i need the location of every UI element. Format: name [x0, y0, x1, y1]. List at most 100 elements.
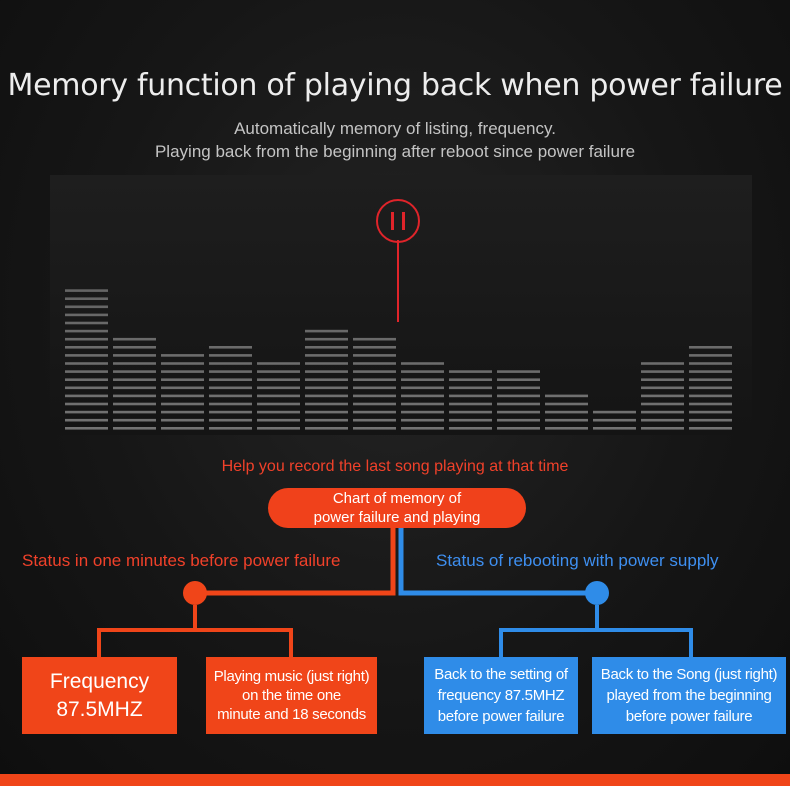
back-to-song-box: Back to the Song (just right) played fro… [592, 657, 786, 734]
equalizer-segment [113, 378, 156, 381]
equalizer-segment [257, 394, 300, 398]
equalizer-segment [401, 427, 444, 430]
equalizer-segment [209, 386, 252, 390]
frequency-label: Frequency [49, 669, 150, 693]
equalizer-segment [545, 418, 588, 422]
equalizer-segment [545, 410, 588, 414]
equalizer-column [161, 354, 204, 430]
equalizer-column [305, 329, 348, 430]
equalizer-segment [113, 362, 156, 365]
equalizer-segment [641, 410, 684, 414]
equalizer-segment [401, 362, 444, 365]
equalizer-column [593, 410, 636, 430]
left-branch-1 [97, 605, 197, 657]
equalizer-segment [593, 410, 636, 414]
equalizer-segment [305, 378, 348, 381]
back-frequency-line-3: before power failure [437, 708, 565, 725]
equalizer-segment [689, 418, 732, 422]
equalizer-segment [209, 378, 252, 381]
equalizer-segment [497, 402, 540, 406]
equalizer-segment [209, 370, 252, 373]
equalizer-segment [305, 394, 348, 398]
equalizer-segment [689, 354, 732, 357]
equalizer-segment [449, 418, 492, 422]
equalizer-segment [65, 329, 108, 333]
equalizer-segment [641, 427, 684, 430]
equalizer-column [401, 362, 444, 430]
equalizer-segment [353, 386, 396, 390]
equalizer-segment [161, 402, 204, 406]
equalizer-segment [65, 402, 108, 406]
equalizer-column [209, 346, 252, 430]
equalizer-segment [257, 386, 300, 390]
equalizer-segment [401, 394, 444, 398]
equalizer-segment [497, 378, 540, 381]
equalizer-segment [497, 410, 540, 414]
equalizer-segment [449, 394, 492, 398]
equalizer-segment [65, 362, 108, 365]
equalizer-segment [65, 418, 108, 422]
center-label-line-1: Chart of memory of [332, 490, 462, 507]
equalizer-segment [113, 337, 156, 341]
equalizer-segment [257, 418, 300, 422]
left-branch-2 [195, 628, 293, 657]
equalizer-segment [65, 313, 108, 317]
equalizer-segment [257, 410, 300, 414]
right-node-dot [585, 581, 609, 605]
pause-icon[interactable] [376, 199, 420, 243]
equalizer-segment [353, 337, 396, 341]
subtitle-line-1: Automatically memory of listing, frequen… [234, 119, 556, 138]
equalizer-segment [257, 370, 300, 373]
center-chart-label: Chart of memory of power failure and pla… [268, 488, 526, 528]
equalizer-segment [545, 402, 588, 406]
equalizer-segment [65, 321, 108, 325]
back-song-line-1: Back to the Song (just right) [600, 666, 778, 683]
equalizer-column [545, 394, 588, 430]
equalizer-segment [65, 427, 108, 430]
equalizer-segment [449, 370, 492, 373]
equalizer-segment [641, 386, 684, 390]
equalizer-segment [161, 427, 204, 430]
equalizer-segment [353, 354, 396, 357]
left-connector [195, 528, 396, 596]
equalizer-segment [689, 370, 732, 373]
frequency-value: 87.5MHZ [56, 697, 143, 721]
equalizer-segment [449, 402, 492, 406]
equalizer-segment [401, 378, 444, 381]
equalizer-segment [65, 289, 108, 292]
equalizer-segment [689, 386, 732, 390]
equalizer-segment [641, 418, 684, 422]
equalizer-segment [305, 346, 348, 349]
equalizer-segment [209, 362, 252, 365]
equalizer-bars [65, 289, 732, 430]
equalizer-segment [401, 370, 444, 373]
equalizer-visual [50, 175, 752, 435]
equalizer-segment [689, 346, 732, 349]
equalizer-segment [305, 427, 348, 430]
equalizer-segment [305, 337, 348, 341]
equalizer-segment [689, 394, 732, 398]
back-to-frequency-box: Back to the setting of frequency 87.5MHZ… [424, 657, 578, 734]
equalizer-segment [641, 370, 684, 373]
equalizer-segment [65, 305, 108, 309]
page-title: Memory function of playing back when pow… [7, 68, 783, 103]
equalizer-segment [65, 346, 108, 349]
equalizer-segment [641, 378, 684, 381]
equalizer-segment [257, 427, 300, 430]
equalizer-segment [161, 370, 204, 373]
equalizer-segment [449, 410, 492, 414]
equalizer-segment [257, 362, 300, 365]
equalizer-segment [641, 394, 684, 398]
equalizer-segment [401, 418, 444, 422]
equalizer-segment [353, 410, 396, 414]
equalizer-segment [161, 362, 204, 365]
equalizer-segment [545, 394, 588, 398]
back-song-line-2: played from the beginning [606, 687, 772, 704]
equalizer-segment [161, 378, 204, 381]
equalizer-segment [209, 418, 252, 422]
equalizer-column [641, 362, 684, 430]
equalizer-segment [689, 362, 732, 365]
equalizer-segment [305, 329, 348, 333]
equalizer-segment [449, 378, 492, 381]
